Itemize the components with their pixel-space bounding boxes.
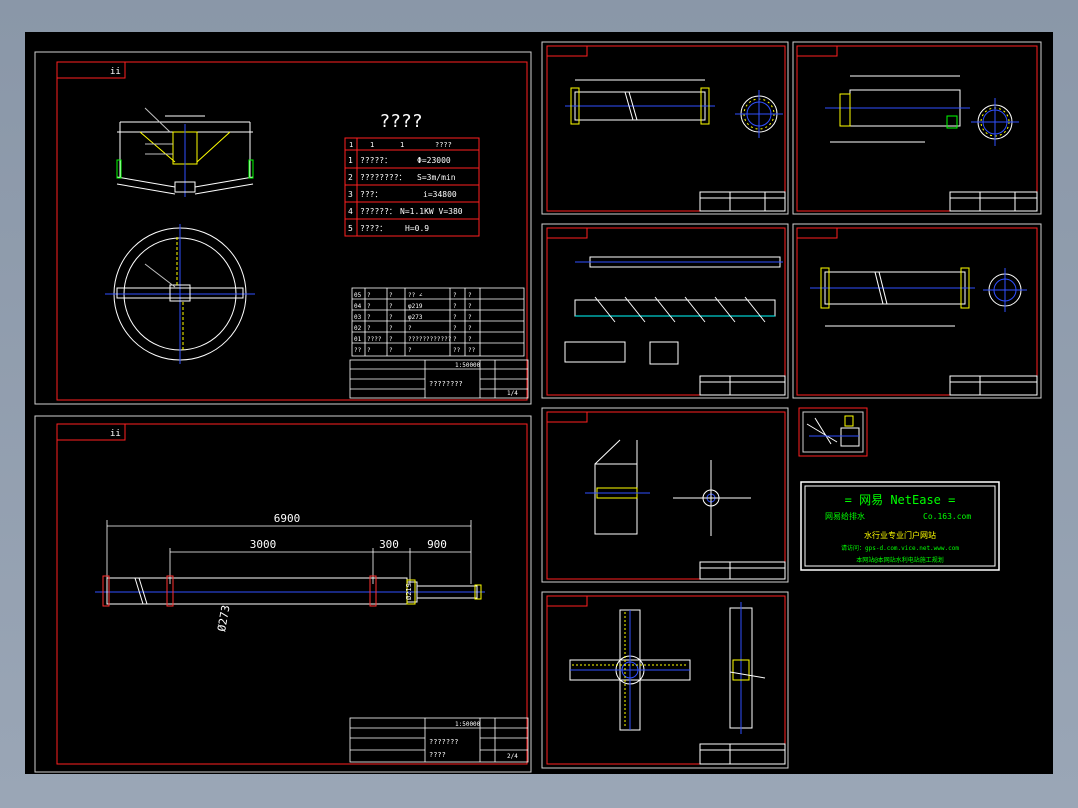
detail-sheet-hub[interactable] [541,407,789,583]
parts-cell: 03 [354,314,362,321]
parts-cell: ? [389,325,393,332]
watermark-line-1: = 网易 NetEase = [845,493,956,507]
parts-cell: ? [468,314,472,321]
parts-cell: ? [408,325,412,332]
parts-cell: ?? [468,347,476,354]
sheet-2-drawing-name-2: ???? [429,751,446,759]
parts-cell: ? [389,336,393,343]
param-name: ??????： [360,207,397,216]
param-header-cell: 1 [370,141,374,149]
param-no: 3 [348,190,353,199]
parts-list-table [351,287,525,357]
sheet-1-assembly[interactable]: ii [34,51,532,405]
parts-cell: ? [367,314,371,321]
detail-sheet-pipe-1[interactable] [541,41,789,215]
parts-cell: φ219 [408,303,423,310]
param-value: Φ=23000 [417,156,451,165]
sheet-1-title: ???? [379,111,422,132]
parts-cell: ? [468,325,472,332]
sheet-1-drawing-name: ???????? [429,380,463,388]
param-no: 1 [348,156,353,165]
param-value: S=3m/min [417,173,456,182]
sheet-1-number: 1/4 [507,390,518,397]
parts-cell: ? [367,292,371,299]
parts-cell: ? [367,325,371,332]
parts-cell: ? [408,347,412,354]
dim-end: Ø219 [405,583,413,600]
watermark-line-2-right: Co.163.com [923,512,971,521]
dim-3000: 3000 [250,538,277,551]
parts-cell: ? [367,347,371,354]
param-name: ?????： [360,156,392,165]
parts-cell: φ273 [408,314,423,321]
parts-list-text: 05 ? ? ?? ∠ ? ? 04 ? ? φ219 ? ? 03 ? ? φ… [354,292,476,354]
parts-cell: ? [389,314,393,321]
sheet-1-scale: 1:50000 [455,362,481,369]
param-name: ????????： [360,173,407,182]
watermark-line-3: 水行业专业门户网站 [864,530,936,540]
parts-cell: ? [453,336,457,343]
parts-cell: 01 [354,336,362,343]
thumbnail-preview[interactable] [798,407,868,457]
parts-cell: ? [453,314,457,321]
sheet-2-drawing-name: ??????? [429,738,459,746]
sheet-2-number: 2/4 [507,753,518,760]
parts-cell: ?? [453,347,461,354]
shaft-body [95,575,485,607]
param-name: ????： [360,224,387,233]
detail-sheet-pipe-2[interactable] [792,41,1042,215]
parts-cell: ? [468,292,472,299]
parts-cell: 02 [354,325,362,332]
dim-overall: 6900 [274,512,301,525]
cad-drawing: ii [34,41,1042,773]
param-value: H=0.9 [405,224,429,233]
parts-cell: ? [389,303,393,310]
parts-cell: ? [389,292,393,299]
shaft-dimensions [106,520,472,584]
dim-300: 300 [379,538,399,551]
dim-900: 900 [427,538,447,551]
cad-model-space[interactable]: ii [25,32,1053,774]
netease-watermark [800,481,1000,571]
detail-sheet-cross-frame[interactable] [541,591,789,769]
param-value: N=1.1KW V=380 [400,207,463,216]
parts-cell: ? [367,303,371,310]
param-no: 4 [348,207,353,216]
parts-cell: ? [453,325,457,332]
parts-cell: 05 [354,292,362,299]
parts-cell: ???? [367,336,382,343]
parts-cell: ???????????? [408,336,452,343]
watermark-line-4: 请访问：gps-d.com.vice.net.www.com [841,544,959,552]
param-name: ???： [360,190,382,199]
watermark-line-5: 本网站@本网站水利电站施工规划 [856,556,944,564]
dim-diameter: Ø273 [215,604,232,632]
sheet-1-title-block [349,359,529,399]
sheet-2-shaft[interactable]: ii 6900 3000 300 900 Ø [34,415,532,773]
parts-cell: ?? ∠ [408,292,423,299]
parts-cell: ? [389,347,393,354]
param-header-cell: 1 [400,141,404,149]
watermark-line-2-left: 网易给排水 [825,511,865,521]
parts-cell: ? [468,303,472,310]
parts-cell: ? [453,303,457,310]
param-header-cell: 1 [349,141,353,149]
sheet-2-scale: 1:50000 [455,721,481,728]
detail-sheet-scraper-arm[interactable] [541,223,789,399]
param-value: i=34800 [423,190,457,199]
detail-sheet-pipe-3[interactable] [792,223,1042,399]
parts-cell: ? [453,292,457,299]
param-no: 2 [348,173,353,182]
parts-cell: 04 [354,303,362,310]
sheet-1-label: ii [110,67,121,77]
tank-plan-view [105,224,255,364]
parts-cell: ?? [354,347,362,354]
param-header-cell: ???? [435,141,452,149]
sheet-2-label: ii [110,429,121,439]
parts-cell: ? [468,336,472,343]
tank-section-view [116,107,254,197]
sheet-2-title-block [349,717,529,763]
param-no: 5 [348,224,353,233]
parameter-table: 1 1 1 ???? 1 ?????： Φ=23000 2 ????????： … [344,137,480,237]
